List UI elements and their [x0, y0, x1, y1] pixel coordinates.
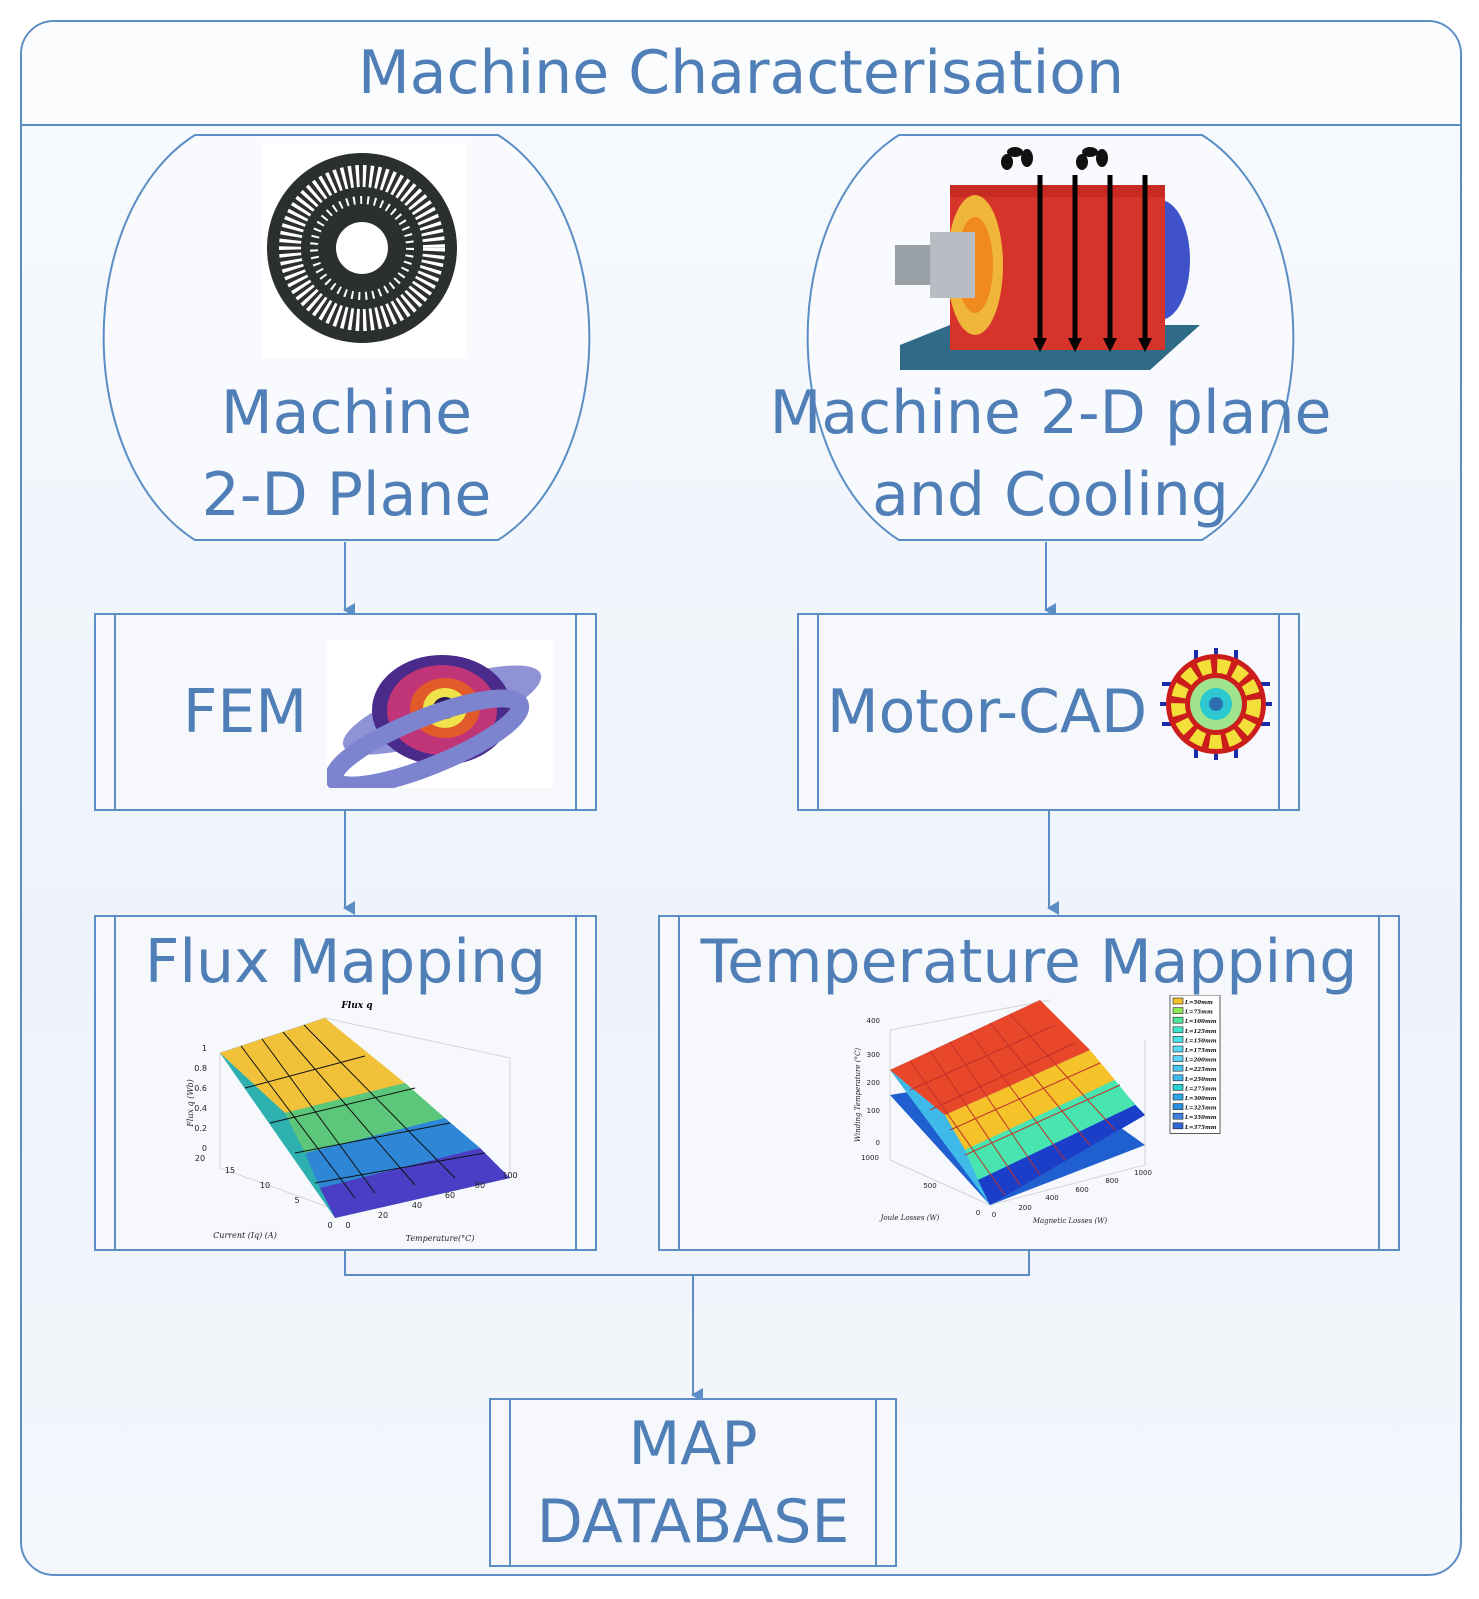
legend-swatch: [1172, 1112, 1184, 1120]
flux-z-tick: 0.6: [194, 1084, 207, 1093]
legend-entry: L=175mm: [1184, 1048, 1217, 1054]
temp-z-tick: 200: [867, 1079, 880, 1087]
legend-swatch: [1172, 1007, 1184, 1014]
legend-entry: L=275mm: [1184, 1086, 1217, 1092]
legend-entry: L=250mm: [1184, 1077, 1217, 1083]
temperature-mapping-label: Temperature Mapping: [700, 927, 1358, 997]
temp-z-tick: 100: [867, 1107, 880, 1115]
merge-line: [344, 1250, 1030, 1276]
temp-x-tick: 0: [992, 1211, 996, 1219]
legend-swatch: [1172, 1093, 1184, 1101]
legend-entry: L=100mm: [1184, 1019, 1217, 1025]
flux-z-axis-label: Flux q (Wb): [186, 1079, 195, 1128]
temp-z-tick: 0: [876, 1139, 880, 1147]
legend-swatch: [1172, 1036, 1184, 1043]
flux-z-tick: 0: [202, 1144, 207, 1153]
flux-y-axis-label: Temperature(°C): [406, 1234, 475, 1243]
legend-swatch: [1172, 1122, 1184, 1130]
legend-swatch: [1172, 1016, 1184, 1024]
flux-x-tick: 15: [225, 1166, 235, 1175]
legend-entry: L=325mm: [1184, 1106, 1217, 1112]
machine-2d-plane-label: Machine 2-D Plane: [201, 378, 492, 530]
legend-swatch: [1172, 1084, 1184, 1091]
flux-surface-chart: Flux q 1 0.8 0.6 0.4 0.2 0 20 15 10 5 0 …: [186, 1001, 518, 1243]
temp-z-tick-labels: 400 300 200 100 0: [867, 1017, 880, 1147]
legend-entry: L=225mm: [1184, 1067, 1217, 1073]
temp-y-tick: 0: [976, 1209, 980, 1217]
legend-entry: L=200mm: [1184, 1058, 1217, 1064]
flux-z-tick: 1: [202, 1044, 207, 1053]
flux-y-tick: 40: [412, 1201, 422, 1210]
legend-swatch: [1172, 997, 1184, 1005]
flux-z-tick: 0.8: [194, 1064, 207, 1073]
legend-swatch: [1172, 1103, 1184, 1110]
fem-logo-icon: [327, 640, 553, 788]
flux-y-tick: 0: [345, 1221, 350, 1230]
temp-x-tick: 200: [1018, 1204, 1031, 1212]
temp-z-tick: 400: [867, 1017, 880, 1025]
legend-entry: L=50mm: [1184, 1000, 1213, 1006]
flux-y-tick: 20: [378, 1211, 388, 1220]
temp-x-axis-label: Magnetic Losses (W): [1032, 1217, 1108, 1225]
flux-x-tick: 5: [294, 1196, 299, 1205]
stator-lamination-icon: [262, 143, 467, 358]
legend-entry: L=375mm: [1184, 1125, 1217, 1131]
flux-x-axis-label: Current (Iq) (A): [213, 1231, 277, 1240]
fem-label: FEM: [182, 677, 308, 747]
process-map-database: [489, 1398, 897, 1567]
motorcad-label: Motor-CAD: [826, 677, 1148, 747]
legend-swatch: [1172, 1055, 1184, 1062]
flux-z-tick: 0.2: [194, 1124, 207, 1133]
temp-y-axis-label: Joule Losses (W): [879, 1214, 940, 1222]
legend-swatch: [1172, 1064, 1184, 1072]
flux-y-tick: 60: [445, 1191, 455, 1200]
flux-chart-title: Flux q: [340, 1001, 372, 1011]
temp-x-tick: 800: [1105, 1177, 1118, 1185]
temperature-surface-chart: 400 300 200 100 0 1000 500 0 0 200 400 6…: [854, 995, 1221, 1225]
motorcad-logo-icon: [1160, 648, 1272, 760]
legend-swatch: [1172, 1026, 1184, 1034]
flux-mapping-label: Flux Mapping: [144, 927, 547, 997]
temp-x-tick: 400: [1045, 1194, 1058, 1202]
legend-entry: L=300mm: [1184, 1096, 1217, 1102]
map-database-label: MAP DATABASE: [536, 1409, 850, 1557]
flux-y-tick: 100: [502, 1171, 517, 1180]
flux-y-tick-labels: 0 20 40 60 80 100: [345, 1171, 517, 1230]
flux-x-tick: 10: [260, 1181, 270, 1190]
temp-x-tick: 1000: [1134, 1169, 1152, 1177]
temp-z-tick: 300: [867, 1051, 880, 1059]
diagram-title: Machine Characterisation: [357, 38, 1125, 108]
temp-y-tick-labels: 1000 500 0: [861, 1154, 980, 1217]
flux-z-tick-labels: 1 0.8 0.6 0.4 0.2 0: [194, 1044, 207, 1153]
flux-x-tick: 0: [327, 1221, 332, 1230]
machine-cooling-label: Machine 2-D plane and Cooling: [769, 378, 1332, 530]
temp-x-tick: 600: [1075, 1186, 1088, 1194]
legend-entry: L=75mm: [1184, 1010, 1213, 1016]
flux-z-tick: 0.4: [194, 1104, 207, 1113]
temp-z-axis-label: Winding Temperature (°C): [854, 1048, 862, 1142]
temp-x-tick-labels: 0 200 400 600 800 1000: [992, 1169, 1152, 1219]
flux-x-tick-labels: 20 15 10 5 0: [195, 1154, 333, 1230]
flux-x-tick: 20: [195, 1154, 205, 1163]
temperature-legend: L=50mmL=75mmL=100mmL=125mmL=150mmL=175mm…: [1169, 995, 1221, 1134]
legend-swatch: [1172, 1045, 1184, 1053]
legend-entry: L=125mm: [1184, 1029, 1217, 1035]
title-bar: Machine Characterisation: [22, 22, 1460, 126]
legend-entry: L=350mm: [1184, 1115, 1217, 1121]
legend-swatch: [1172, 1074, 1184, 1082]
legend-entry: L=150mm: [1184, 1038, 1217, 1044]
legend-box: [1169, 995, 1221, 1134]
motor-cooling-icon: [895, 147, 1200, 370]
temp-y-tick: 500: [923, 1182, 936, 1190]
flux-y-tick: 80: [475, 1181, 485, 1190]
temp-y-tick: 1000: [861, 1154, 879, 1162]
